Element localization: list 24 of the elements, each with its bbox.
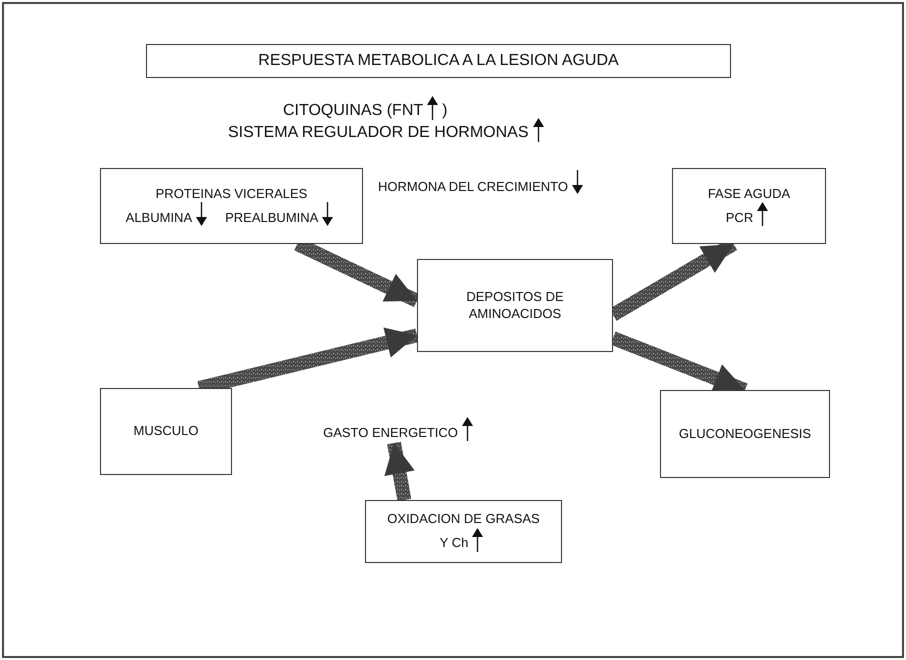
process-box	[417, 259, 613, 352]
node-text: ALBUMINA	[126, 210, 192, 226]
node-text: Y Ch	[440, 535, 468, 552]
node-text: MUSCULO	[133, 423, 198, 440]
process-box	[100, 168, 363, 244]
annotation-text: HORMONA DEL CRECIMIENTO	[378, 179, 568, 194]
heading-text: RESPUESTA METABOLICA A LA LESION AGUDA	[258, 51, 619, 71]
node-text: OXIDACION DE GRASAS	[387, 511, 540, 528]
process-box	[100, 388, 232, 475]
thick-arrow	[384, 442, 415, 502]
process-box	[672, 168, 826, 244]
node-text: GASTO ENERGETICO	[323, 424, 458, 441]
node-text: PCR	[726, 210, 754, 226]
process-box	[660, 390, 830, 478]
node-text: PROTEINAS VICERALES	[156, 186, 308, 202]
node-text: PREALBUMINA	[225, 210, 318, 226]
node-text: FASE AGUDA	[708, 186, 790, 202]
annotation-text: SISTEMA REGULADOR DE HORMONAS	[228, 124, 528, 142]
annotation-text: CITOQUINAS (FNT	[283, 102, 424, 120]
process-box	[365, 500, 562, 563]
node-text: DEPOSITOS DE AMINOACIDOS	[465, 289, 565, 322]
process-box	[146, 44, 731, 78]
node-text: GLUCONEOGENESIS	[678, 426, 812, 442]
annotation-text: )	[442, 102, 448, 120]
